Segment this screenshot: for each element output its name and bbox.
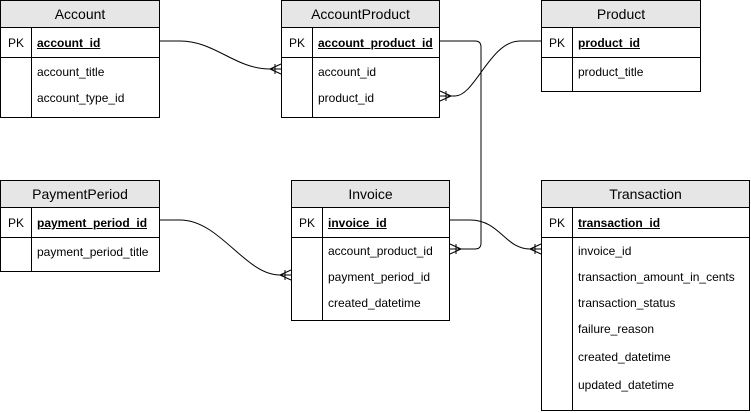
pk-field: transaction_id (578, 216, 661, 230)
pk-label: PK (8, 216, 25, 230)
entity-title: Account (1, 1, 159, 28)
entity-paymentperiod[interactable]: PaymentPeriod PK payment_period_id payme… (0, 180, 160, 272)
primary-key-row: PK payment_period_id (1, 208, 159, 238)
column-divider (322, 208, 323, 320)
column-divider (31, 28, 32, 117)
column-divider (572, 28, 573, 91)
primary-key-row: PK product_id (542, 28, 700, 58)
column-divider (572, 208, 573, 410)
entity-transaction[interactable]: Transaction PK transaction_id invoice_id… (541, 180, 750, 411)
entity-title: Invoice (292, 181, 449, 208)
entity-product[interactable]: Product PK product_id product_title (541, 0, 701, 92)
attribute-field: account_type_id (37, 91, 125, 105)
entity-account[interactable]: Account PK account_id account_title acco… (0, 0, 160, 118)
primary-key-row: PK account_id (1, 28, 159, 58)
attribute-field: transaction_amount_in_cents (578, 270, 735, 284)
crowfoot-icon (529, 243, 542, 255)
attribute-field: updated_datetime (578, 378, 675, 392)
crowfoot-icon (449, 243, 462, 255)
crowfoot-icon (269, 63, 282, 75)
pk-field: account_product_id (318, 36, 433, 50)
attribute-field: product_title (578, 65, 644, 79)
primary-key-row: PK account_product_id (282, 28, 439, 58)
entity-title: AccountProduct (282, 1, 439, 28)
crowfoot-icon (279, 269, 292, 281)
pk-field: account_id (37, 36, 101, 50)
relationship-accountproduct-invoice (440, 40, 482, 250)
attribute-field: account_title (37, 65, 105, 79)
column-divider (31, 208, 32, 271)
relationship-account-accountproduct (160, 40, 281, 70)
attribute-field: created_datetime (328, 296, 421, 310)
pk-label: PK (289, 36, 306, 50)
entity-title: PaymentPeriod (1, 181, 159, 208)
column-divider (312, 28, 313, 117)
attribute-field: transaction_status (578, 296, 676, 310)
attribute-field: payment_period_title (37, 245, 149, 259)
pk-label: PK (299, 216, 316, 230)
entity-title: Transaction (542, 181, 749, 208)
primary-key-row: PK invoice_id (292, 208, 449, 238)
crowfoot-icon (439, 90, 452, 102)
primary-key-row: PK transaction_id (542, 208, 749, 238)
attribute-field: account_id (318, 65, 377, 79)
attribute-field: account_product_id (328, 244, 433, 258)
pk-label: PK (8, 36, 25, 50)
attribute-field: payment_period_id (328, 270, 431, 284)
attribute-field: invoice_id (578, 244, 632, 258)
pk-field: invoice_id (328, 216, 387, 230)
entity-invoice[interactable]: Invoice PK invoice_id account_product_id… (291, 180, 450, 321)
entity-title: Product (542, 1, 700, 28)
pk-label: PK (549, 216, 566, 230)
relationship-product-accountproduct (440, 40, 541, 97)
relationship-paymentperiod-invoice (160, 219, 291, 276)
relationship-invoice-transaction (450, 219, 541, 250)
attribute-field: product_id (318, 91, 375, 105)
pk-label: PK (549, 36, 566, 50)
pk-field: product_id (578, 36, 640, 50)
entity-accountproduct[interactable]: AccountProduct PK account_product_id acc… (281, 0, 440, 118)
attribute-field: created_datetime (578, 350, 671, 364)
pk-field: payment_period_id (37, 216, 148, 230)
attribute-field: failure_reason (578, 322, 655, 336)
